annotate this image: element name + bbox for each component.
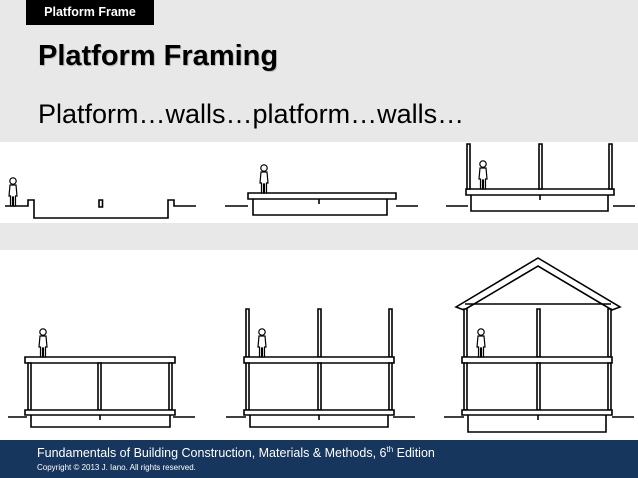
step-first-floor-platform: [225, 164, 418, 215]
edition-suffix: Edition: [393, 446, 435, 461]
platform-framing-diagram: [0, 142, 638, 440]
slide-title: Platform Framing: [38, 40, 279, 72]
footer-copyright: Copyright © 2013 J. Iano. All rights res…: [37, 463, 196, 472]
step-second-floor-walls: [226, 309, 415, 427]
edition-superscript: th: [386, 445, 394, 454]
slide-subtitle: Platform…walls…platform…walls…: [38, 99, 465, 129]
step-foundation: [5, 177, 196, 218]
footer-bar: Fundamentals of Building Construction, M…: [0, 440, 638, 478]
step-second-floor-platform: [8, 327, 195, 427]
footer-book-title: Fundamentals of Building Construction, M…: [37, 445, 435, 460]
book-title-text: Fundamentals of Building Construction, M…: [37, 446, 387, 461]
divider-band: [0, 223, 638, 250]
step-first-floor-walls: [446, 144, 635, 211]
step-roof: [444, 258, 634, 432]
section-tab: Platform Frame: [26, 0, 154, 25]
